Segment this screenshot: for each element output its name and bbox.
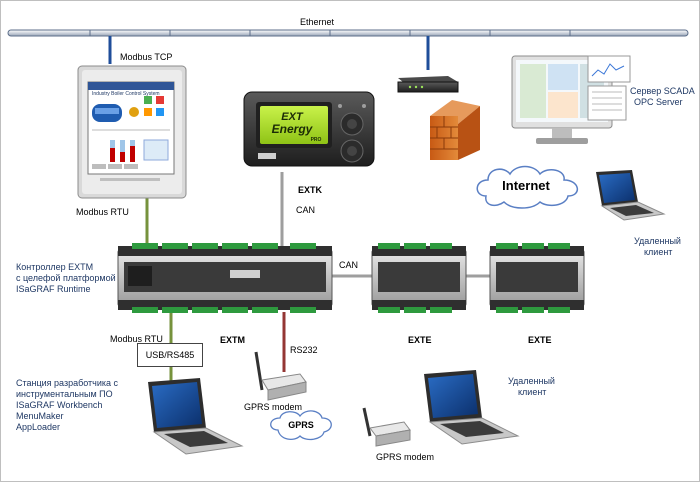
modbus-tcp-label: Modbus TCP [120,52,173,62]
extk-label: EXTK [298,185,323,195]
extm-label: EXTM [220,335,246,345]
remote-client-bottom-label: Удаленный клиент [508,376,555,398]
dev-station-line-4: MenuMaker [16,411,64,421]
remote-client-laptop-bottom [424,370,520,445]
gprs-modem-left-label: GPRS modem [244,402,303,412]
remote-client-top-line-2: клиент [644,247,673,257]
scada-server [511,55,631,144]
dev-station-line-5: AppLoader [16,422,61,432]
rs232-label: RS232 [290,345,318,355]
gprs-cloud [270,410,332,441]
keypad-brand-energy: Energy [272,122,314,136]
hmi-screen-title: Industry Boiler Control System [92,91,160,97]
ethernet-label: Ethernet [300,17,335,27]
modbus-rtu-bottom-label: Modbus RTU [110,334,163,344]
usb-rs485-adapter: USB/RS485 [137,343,203,367]
keypad-brand-ext: EXT [281,111,304,123]
exte-label-1: EXTE [408,335,432,345]
remote-client-bottom-line-2: клиент [518,387,547,397]
can-label-keypad: CAN [296,205,316,215]
exte-module-2 [489,243,585,313]
extk-keypad: EXT Energy PRO [243,91,375,167]
extm-controller [117,246,333,310]
ethernet-bus [7,29,689,37]
gprs-modem-right [362,407,411,447]
controller-label-line-1: Контроллер EXTM [16,262,94,272]
developer-laptop [148,378,244,455]
dev-station-line-2: инструментальным ПО [16,389,113,399]
controller-label: Контроллер EXTM с целефой платформой ISa… [16,262,116,295]
remote-client-top-line-1: Удаленный [634,236,681,246]
dev-station-label: Станция разработчика с инструментальным … [16,378,118,433]
remote-client-top-label: Удаленный клиент [634,236,681,258]
network-switch [397,76,459,93]
scada-label: Сервер SCADA OPC Server [630,86,695,108]
remote-client-bottom-line-1: Удаленный [508,376,555,386]
gprs-label: GPRS [288,420,314,430]
hmi-touch-panel [77,65,187,199]
gprs-modem-left [254,351,307,401]
gprs-modem-right-label: GPRS modem [376,452,435,462]
dev-station-line-1: Станция разработчика с [16,378,119,388]
remote-client-laptop-top [596,170,666,221]
scada-label-line-1: Сервер SCADA [630,86,695,96]
controller-label-line-3: ISaGRAF Runtime [16,284,91,294]
modbus-rtu-top-label: Modbus RTU [76,207,129,217]
internet-cloud [476,165,578,209]
extm-terminals [132,243,316,313]
keypad-brand-pro: PRO [311,137,322,143]
firewall [430,100,480,160]
dev-station-line-3: ISaGRAF Workbench [16,400,103,410]
exte-label-2: EXTE [528,335,552,345]
scada-label-line-2: OPC Server [634,97,683,107]
can-label-bus: CAN [339,260,359,270]
exte-module-1 [371,243,467,313]
internet-label: Internet [502,178,550,193]
controller-label-line-2: с целефой платформой [16,273,116,283]
